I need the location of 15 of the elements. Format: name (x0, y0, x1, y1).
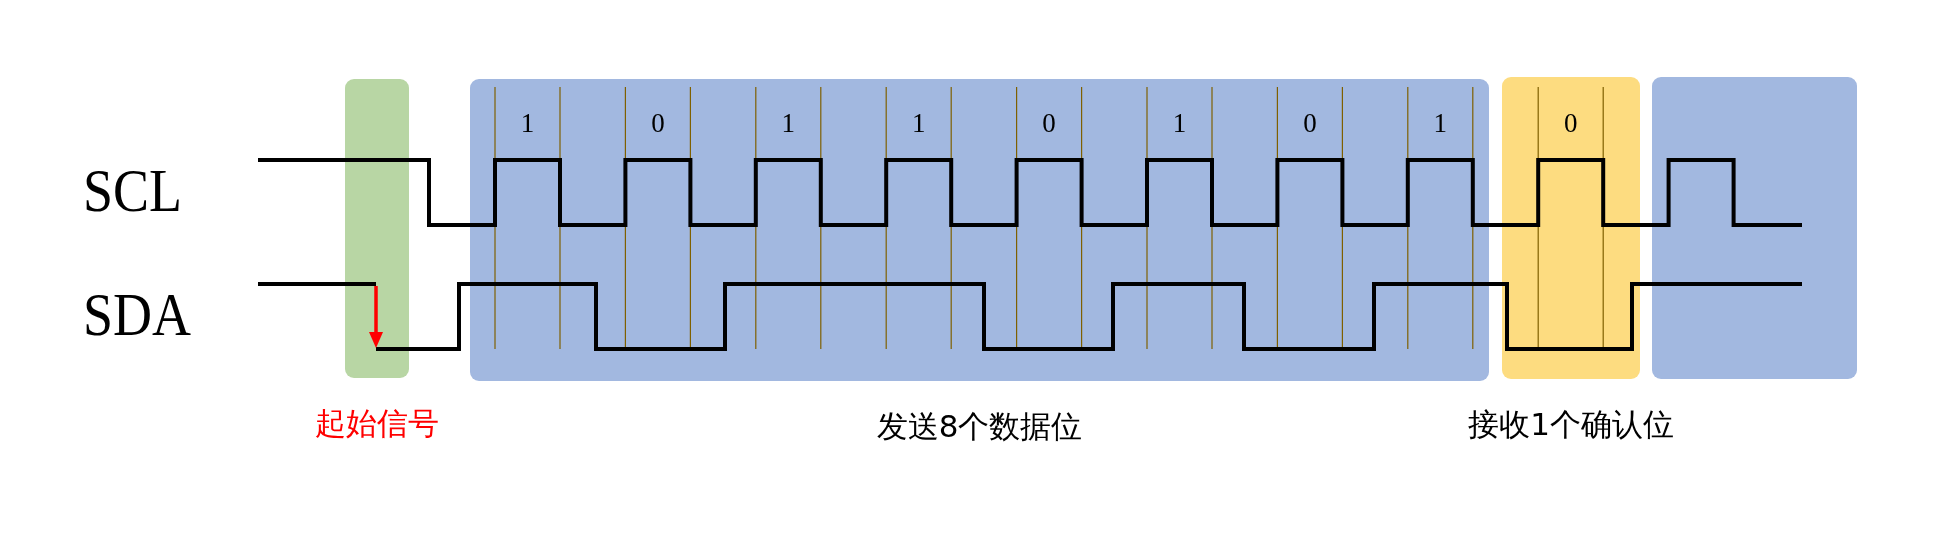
band-caption: 发送8个数据位 (876, 408, 1083, 444)
bit-value: 0 (1563, 108, 1578, 138)
signal-name: SDA (83, 281, 192, 349)
band-caption: 接收1个确认位 (1468, 406, 1674, 442)
bit-value: 1 (911, 108, 926, 138)
bit-value: 0 (1042, 108, 1056, 138)
signal-name: SCL (83, 157, 183, 225)
bit-value: 0 (1303, 108, 1317, 138)
band-caption: 起始信号 (315, 405, 439, 441)
bit-value: 1 (520, 108, 535, 138)
bit-value: 1 (781, 108, 796, 138)
bit-value: 1 (1172, 108, 1187, 138)
highlight-band (1652, 77, 1857, 379)
bit-value: 1 (1433, 108, 1448, 138)
bit-value: 0 (651, 108, 665, 138)
